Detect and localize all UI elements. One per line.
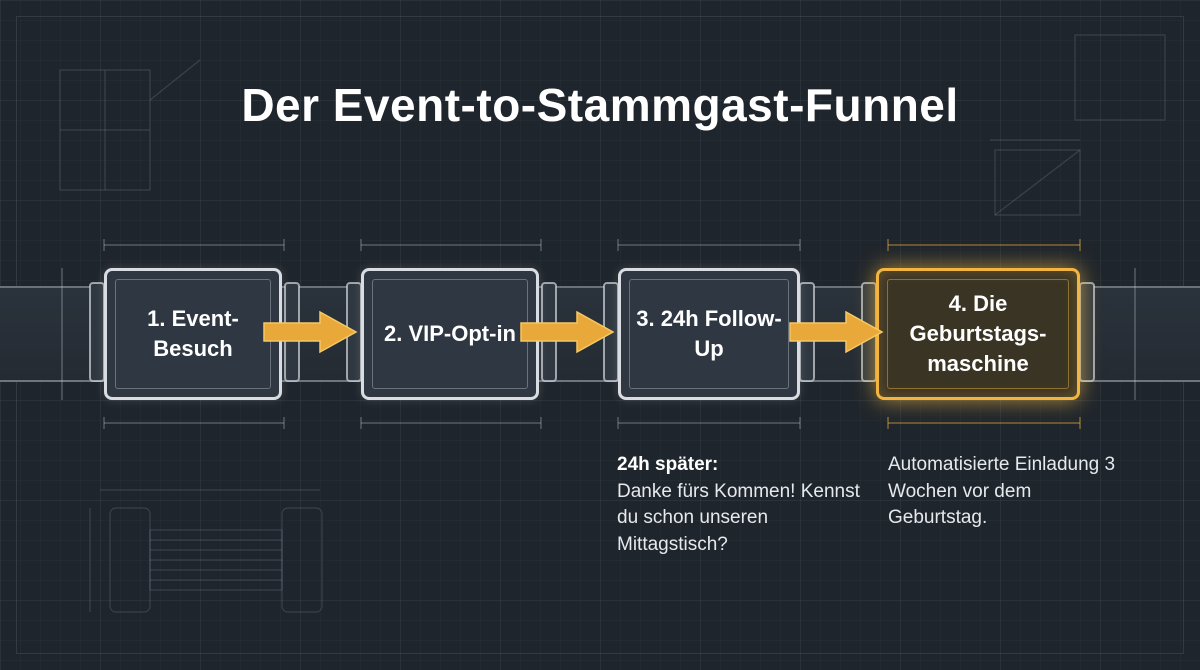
step-box-1: 1. Event-Besuch — [104, 268, 282, 400]
step-box-2: 2. VIP-Opt-in — [361, 268, 539, 400]
page-title: Der Event-to-Stammgast-Funnel — [241, 79, 959, 131]
arrow-right-icon — [263, 310, 358, 354]
step4-note: Automatisierte Einladung 3 Wochen vor de… — [888, 452, 1118, 532]
step-box-4: 4. Die Geburtstags-maschine — [876, 268, 1080, 400]
arrow-right-icon — [520, 310, 615, 354]
step-label-3: 3. 24h Follow-Up — [636, 306, 782, 361]
step-box-inner-frame — [629, 279, 789, 389]
step-box-inner-frame — [887, 279, 1069, 389]
step-box-3: 3. 24h Follow-Up — [618, 268, 800, 400]
arrow-right-icon — [789, 310, 884, 354]
step4-note-text: Automatisierte Einladung 3 Wochen vor de… — [888, 454, 1116, 529]
step3-note-text: Danke fürs Kommen! Kennst du schon unser… — [617, 480, 860, 555]
step-label-4: 4. Die Geburtstags-maschine — [909, 291, 1047, 376]
step-label-2: 2. VIP-Opt-in — [384, 321, 516, 347]
step-label-1: 1. Event-Besuch — [147, 306, 239, 361]
step3-note: 24h später: Danke fürs Kommen! Kennst du… — [617, 452, 867, 558]
step3-note-heading: 24h später: — [617, 454, 719, 475]
